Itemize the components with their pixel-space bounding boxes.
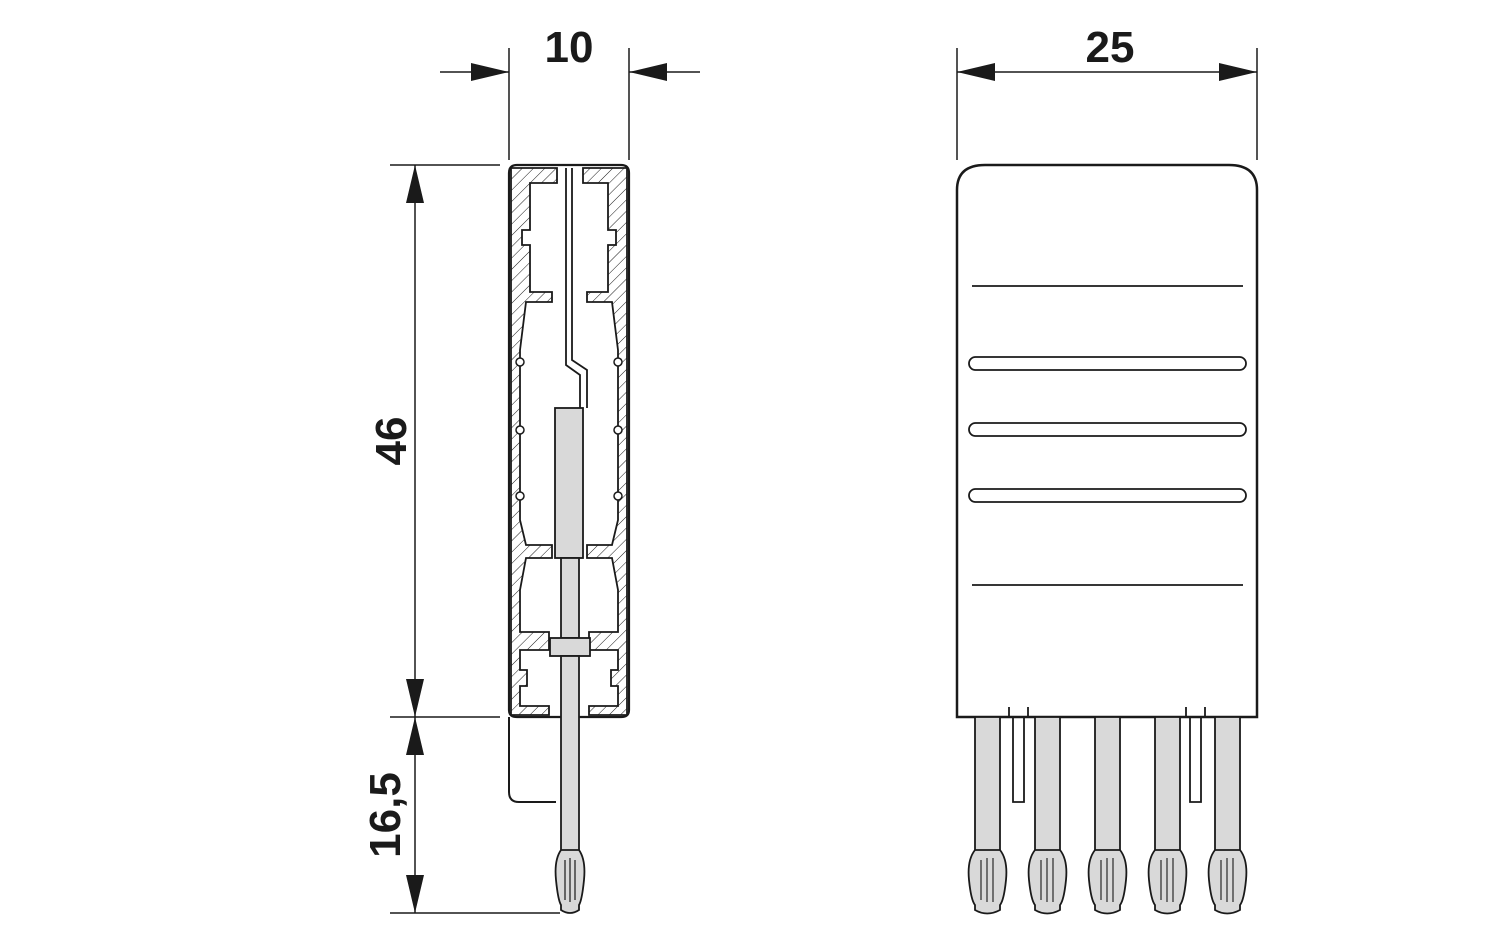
dimension-width-side: 10 [440,23,700,160]
dimension-width-front: 25 [956,23,1258,160]
dimension-label-width-front: 25 [1086,23,1135,72]
side-wall-notches [515,357,623,501]
side-contact-collar [549,637,591,657]
front-pin-2 [1027,716,1068,915]
front-grip-rib-1 [968,356,1247,371]
side-pin-tip-grooves [564,858,576,902]
dimension-label-width-side: 10 [545,23,594,72]
front-grip-rib-3 [968,488,1247,503]
front-housing [955,163,1259,719]
side-contact-block [554,407,584,559]
front-grip-rib-2 [968,422,1247,437]
front-view: 25 [955,23,1259,915]
front-pin-5 [1207,716,1248,915]
front-pin-1 [967,716,1008,915]
front-pin-4 [1147,716,1188,915]
front-bottom-tabs [1008,707,1206,803]
dimension-label-height-pins: 16,5 [361,772,410,858]
side-lower-skirt [508,717,556,803]
dimension-label-height-body: 46 [367,417,416,466]
dimension-height-body: 46 [367,164,500,718]
side-section-wall-right [582,167,628,716]
side-view: 10 46 16,5 [361,23,700,914]
dimension-height-pins: 16,5 [361,717,560,914]
front-pin-3 [1087,716,1128,915]
side-section-wall-left [510,167,558,716]
side-housing-outline [507,163,631,719]
side-contact-shaft [560,557,580,639]
side-pin-shaft [560,655,580,857]
side-contact-spring [565,168,588,408]
